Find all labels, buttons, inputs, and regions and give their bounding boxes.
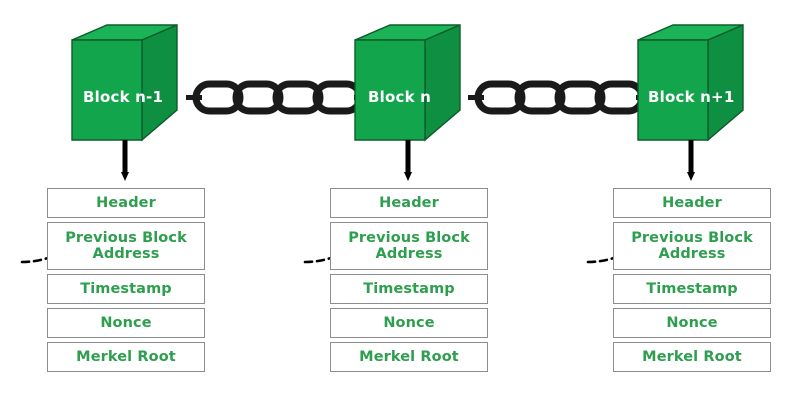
block-fields-column-2: Header Previous Block Address Timestamp … <box>330 188 488 376</box>
block-cube-2 <box>354 23 461 142</box>
block-label-2: Block n <box>368 88 432 106</box>
down-arrow-group <box>121 140 695 181</box>
field-header-label: Header <box>662 194 722 211</box>
field-merkel-root[interactable]: Merkel Root <box>613 342 771 372</box>
field-nonce[interactable]: Nonce <box>330 308 488 338</box>
chain-link-group-2 <box>468 80 650 115</box>
block-label-3: Block n+1 <box>648 88 735 106</box>
field-nonce-label: Nonce <box>100 314 152 331</box>
field-merkel-root[interactable]: Merkel Root <box>330 342 488 372</box>
field-previous-block-address[interactable]: Previous Block Address <box>330 222 488 270</box>
field-header[interactable]: Header <box>47 188 205 218</box>
field-header[interactable]: Header <box>330 188 488 218</box>
field-timestamp-label: Timestamp <box>363 280 455 297</box>
field-nonce[interactable]: Nonce <box>613 308 771 338</box>
field-timestamp-label: Timestamp <box>80 280 172 297</box>
field-header-label: Header <box>96 194 156 211</box>
field-merkel-root-label: Merkel Root <box>76 348 176 365</box>
field-timestamp[interactable]: Timestamp <box>47 274 205 304</box>
field-nonce-label: Nonce <box>666 314 718 331</box>
field-nonce-label: Nonce <box>383 314 435 331</box>
field-prev-line2: Address <box>375 246 443 262</box>
field-timestamp-label: Timestamp <box>646 280 738 297</box>
field-nonce[interactable]: Nonce <box>47 308 205 338</box>
field-prev-line2: Address <box>92 246 160 262</box>
field-prev-line1: Previous Block <box>65 229 187 246</box>
block-cube-1 <box>71 23 178 142</box>
field-header-label: Header <box>379 194 439 211</box>
block-cube-3 <box>637 23 744 142</box>
field-merkel-root-label: Merkel Root <box>642 348 742 365</box>
field-previous-block-address[interactable]: Previous Block Address <box>47 222 205 270</box>
field-previous-block-address[interactable]: Previous Block Address <box>613 222 771 270</box>
chain-link-group-1 <box>186 80 366 115</box>
block-fields-column-1: Header Previous Block Address Timestamp … <box>47 188 205 376</box>
field-header[interactable]: Header <box>613 188 771 218</box>
field-timestamp[interactable]: Timestamp <box>330 274 488 304</box>
field-prev-line1: Previous Block <box>348 229 470 246</box>
field-prev-line1: Previous Block <box>631 229 753 246</box>
field-prev-line2: Address <box>658 246 726 262</box>
block-label-1: Block n-1 <box>83 88 164 106</box>
field-merkel-root-label: Merkel Root <box>359 348 459 365</box>
field-timestamp[interactable]: Timestamp <box>613 274 771 304</box>
block-fields-column-3: Header Previous Block Address Timestamp … <box>613 188 771 376</box>
field-merkel-root[interactable]: Merkel Root <box>47 342 205 372</box>
